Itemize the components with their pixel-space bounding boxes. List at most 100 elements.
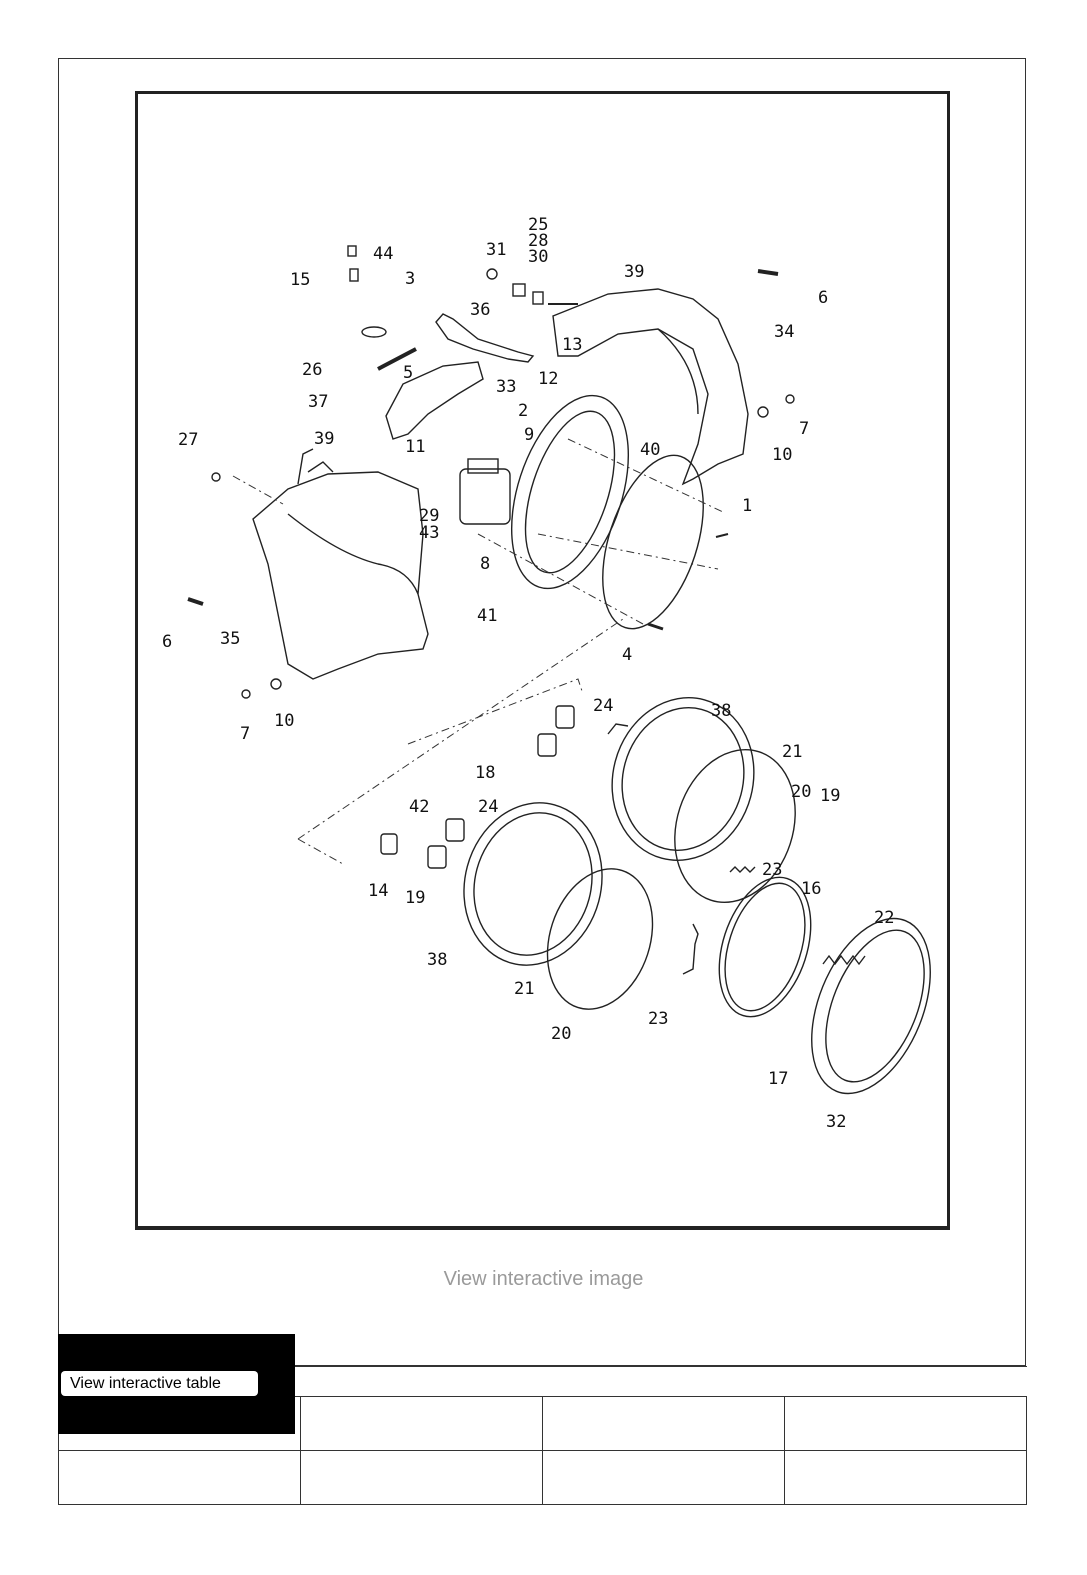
callout-11: 11 bbox=[405, 437, 425, 457]
callout-20: 20 bbox=[551, 1024, 571, 1044]
callout-6: 6 bbox=[818, 288, 828, 308]
callout-43: 43 bbox=[419, 523, 439, 543]
right-fairing-contour bbox=[657, 328, 699, 415]
spring-23-lower bbox=[682, 923, 699, 975]
centerline-upper-lamp bbox=[407, 678, 584, 745]
callout-20: 20 bbox=[791, 782, 811, 802]
right-fairing-part bbox=[552, 288, 749, 486]
washer-10-right bbox=[757, 406, 769, 418]
callout-19: 19 bbox=[405, 888, 425, 908]
callout-19: 19 bbox=[820, 786, 840, 806]
callout-24: 24 bbox=[478, 797, 498, 817]
motor-cap bbox=[467, 458, 499, 474]
callout-12: 12 bbox=[538, 369, 558, 389]
callout-37: 37 bbox=[308, 392, 328, 412]
table-cell bbox=[784, 1450, 1027, 1505]
callout-23: 23 bbox=[762, 860, 782, 880]
callout-39: 39 bbox=[624, 262, 644, 282]
callout-38: 38 bbox=[711, 701, 731, 721]
callout-16: 16 bbox=[801, 879, 821, 899]
callout-25: 25 bbox=[528, 215, 548, 235]
motor-part bbox=[459, 468, 511, 525]
upper-headlamp-neck bbox=[607, 723, 629, 735]
spring-23-upper bbox=[729, 866, 756, 873]
centerline-motor bbox=[477, 533, 644, 625]
centerline-lower-lamp bbox=[297, 618, 624, 865]
upper-headlamp-lens bbox=[621, 707, 745, 851]
callout-1: 1 bbox=[742, 496, 752, 516]
centerline-27 bbox=[232, 475, 284, 505]
callout-30: 30 bbox=[528, 247, 548, 267]
left-fairing-tab bbox=[297, 448, 314, 485]
table-cell bbox=[542, 1450, 785, 1505]
left-fairing-part bbox=[252, 471, 429, 680]
callout-17: 17 bbox=[768, 1069, 788, 1089]
bulb-42 bbox=[380, 833, 398, 855]
callout-9: 9 bbox=[524, 425, 534, 445]
callout-15: 15 bbox=[290, 270, 310, 290]
plate-14 bbox=[532, 291, 544, 305]
screw-7-right bbox=[785, 394, 795, 404]
callout-8: 8 bbox=[480, 554, 490, 574]
page-frame bbox=[58, 58, 1026, 1366]
washer-26 bbox=[361, 326, 387, 338]
lower-retaining-ring bbox=[546, 868, 654, 1010]
callout-6: 6 bbox=[162, 632, 172, 652]
centerline-rings bbox=[537, 533, 719, 570]
table-top-rule bbox=[295, 1366, 1027, 1367]
callout-24: 24 bbox=[593, 696, 613, 716]
bulb-19-upper bbox=[537, 733, 557, 757]
callout-38: 38 bbox=[427, 950, 447, 970]
callout-7: 7 bbox=[799, 419, 809, 439]
callout-labels: 1234566778910101112131415161718191920202… bbox=[162, 215, 894, 1132]
trim-ring-outer bbox=[811, 917, 931, 1095]
callout-13: 13 bbox=[562, 335, 582, 355]
nut-31 bbox=[486, 268, 498, 280]
callout-18: 18 bbox=[475, 763, 495, 783]
lower-headlamp bbox=[463, 802, 603, 966]
callout-34: 34 bbox=[774, 322, 794, 342]
trim-ring-inner bbox=[825, 929, 925, 1083]
top-cover-part bbox=[385, 361, 484, 440]
fitting-30 bbox=[512, 283, 526, 297]
screw-7-left bbox=[241, 689, 251, 699]
callout-35: 35 bbox=[220, 629, 240, 649]
bulb-24-lower bbox=[445, 818, 465, 842]
table-cell bbox=[784, 1396, 1027, 1451]
mounting-ring-inner bbox=[524, 410, 616, 574]
mounting-ring-outer bbox=[510, 394, 630, 590]
callout-42: 42 bbox=[409, 797, 429, 817]
table-cell bbox=[542, 1396, 785, 1451]
table-row bbox=[58, 1450, 1027, 1505]
callout-10: 10 bbox=[274, 711, 294, 731]
callout-22: 22 bbox=[874, 908, 894, 928]
adjuster-ring bbox=[602, 454, 704, 630]
seal-ring-inner bbox=[724, 882, 806, 1012]
screw-4 bbox=[647, 622, 664, 631]
view-interactive-table-button[interactable]: View interactive table bbox=[61, 1371, 258, 1396]
callout-44: 44 bbox=[373, 244, 393, 264]
nut-27 bbox=[211, 472, 221, 482]
callout-39: 39 bbox=[314, 429, 334, 449]
callout-36: 36 bbox=[470, 300, 490, 320]
callout-21: 21 bbox=[782, 742, 802, 762]
table-cell bbox=[300, 1450, 543, 1505]
table-cell bbox=[58, 1450, 301, 1505]
washer-10-left bbox=[270, 678, 282, 690]
exploded-view-drawing: 1234566778910101112131415161718191920202… bbox=[162, 215, 931, 1132]
centerline-40 bbox=[567, 438, 724, 513]
callout-29: 29 bbox=[419, 506, 439, 526]
callout-3: 3 bbox=[405, 269, 415, 289]
callout-28: 28 bbox=[528, 231, 548, 251]
callout-14: 14 bbox=[368, 881, 388, 901]
strip-37 bbox=[377, 347, 417, 371]
bracket-part bbox=[435, 313, 535, 363]
callout-26: 26 bbox=[302, 360, 322, 380]
callout-21: 21 bbox=[514, 979, 534, 999]
spring-22 bbox=[822, 954, 866, 966]
lower-headlamp-lens bbox=[473, 812, 593, 956]
view-interactive-image-link[interactable]: View interactive image bbox=[443, 1268, 644, 1290]
table-cell bbox=[300, 1396, 543, 1451]
seal-ring-outer bbox=[718, 876, 812, 1018]
